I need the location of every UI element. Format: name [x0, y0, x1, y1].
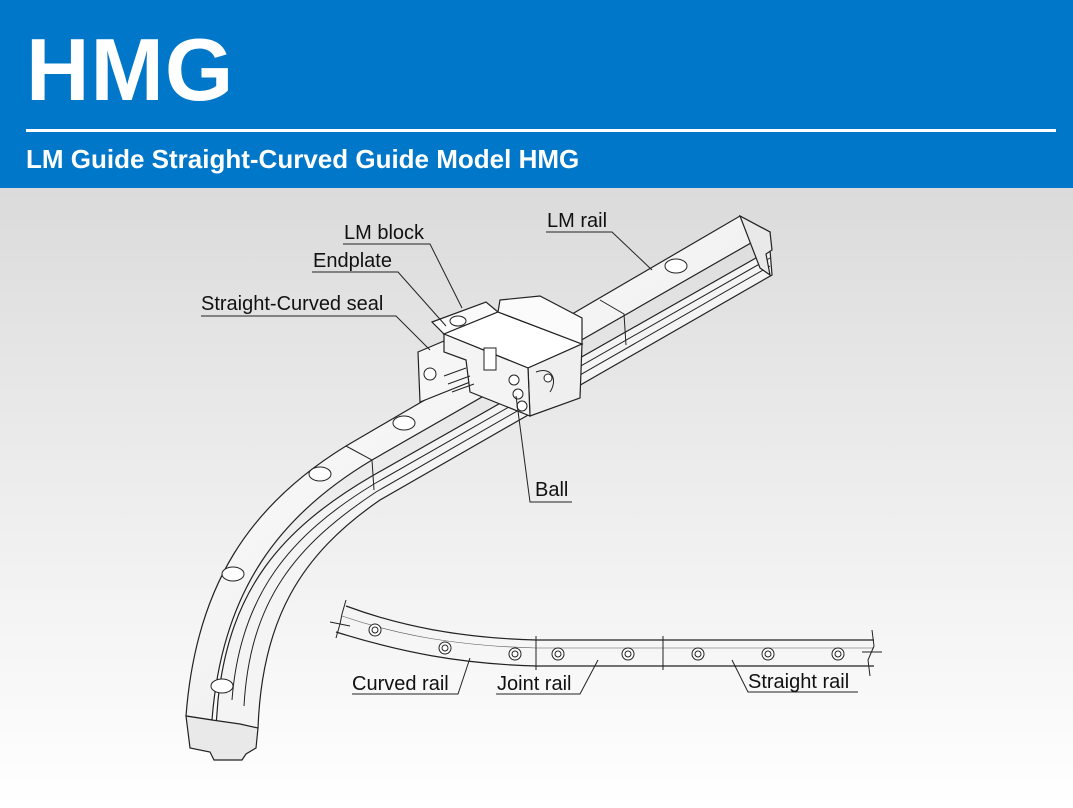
label-straight-curved-seal: Straight-Curved seal: [201, 293, 383, 315]
label-endplate: Endplate: [313, 250, 392, 272]
leader-lines: [201, 231, 653, 503]
rail-layout-drawing: [329, 599, 882, 695]
page-subtitle: LM Guide Straight-Curved Guide Model HMG: [26, 144, 580, 174]
rail-3d-drawing: [185, 214, 773, 761]
label-joint-rail: Joint rail: [497, 673, 571, 695]
label-lm-block: LM block: [344, 222, 425, 244]
label-lm-rail: LM rail: [547, 210, 607, 232]
header-divider: [26, 129, 1056, 132]
label-straight-rail: Straight rail: [748, 671, 849, 693]
label-curved-rail: Curved rail: [352, 673, 449, 695]
guide-diagram: LM rail LM block Endplate Straight-Curve…: [185, 210, 882, 761]
header-banner: HMG LM Guide Straight-Curved Guide Model…: [0, 0, 1073, 188]
lm-block-drawing: [417, 295, 584, 417]
label-ball: Ball: [535, 479, 568, 501]
page-title: HMG: [26, 20, 235, 119]
